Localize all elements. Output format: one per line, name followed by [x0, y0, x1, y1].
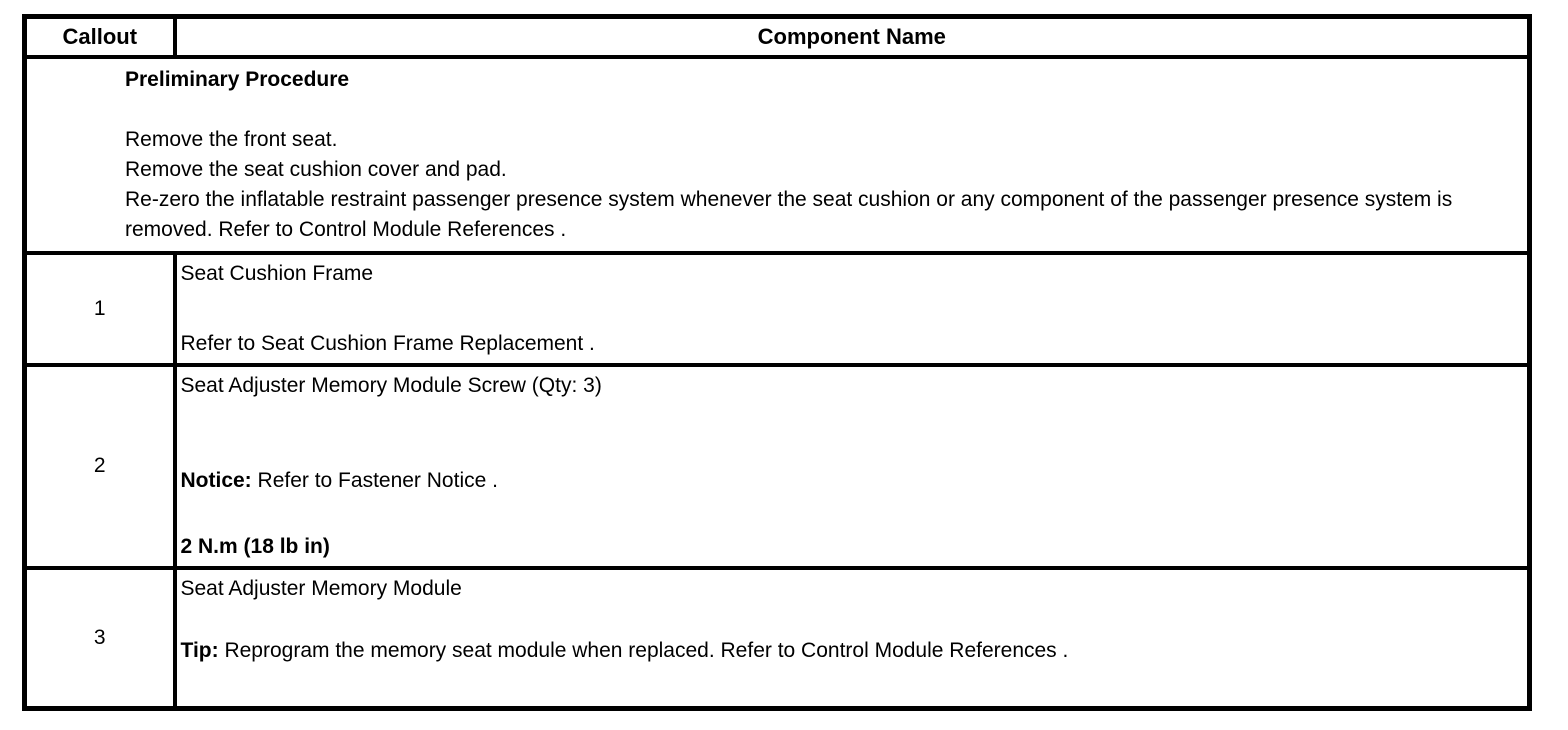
table-row: 2 Seat Adjuster Memory Module Screw (Qty…: [22, 362, 1532, 570]
callout-number: 3: [22, 565, 177, 711]
component-note-text: Refer to Fastener Notice .: [251, 468, 498, 492]
preliminary-procedure-row: Preliminary Procedure Remove the front s…: [22, 54, 1532, 255]
component-cell: Seat Cushion Frame Refer to Seat Cushion…: [172, 250, 1532, 367]
callout-number: 2: [22, 362, 177, 570]
callout-number: 1: [22, 250, 177, 367]
tip-label: Tip:: [180, 638, 219, 662]
preliminary-steps: Remove the front seat. Remove the seat c…: [125, 125, 1507, 245]
component-cell: Seat Adjuster Memory Module Screw (Qty: …: [172, 362, 1532, 570]
table-row: 1 Seat Cushion Frame Refer to Seat Cushi…: [22, 250, 1532, 367]
component-name: Seat Adjuster Memory Module: [180, 576, 462, 600]
table-row: 3 Seat Adjuster Memory Module Tip: Repro…: [22, 565, 1532, 711]
component-note: Refer to Seat Cushion Frame Replacement …: [181, 329, 1518, 359]
callout-component-table: Callout Component Name Preliminary Proce…: [22, 14, 1532, 711]
torque-spec: 2 N.m (18 lb in): [180, 534, 330, 558]
component-note: Tip: Reprogram the memory seat module wh…: [181, 636, 1518, 666]
component-note-text: Refer to Seat Cushion Frame Replacement …: [180, 331, 595, 355]
notice-label: Notice:: [180, 468, 252, 492]
component-name: Seat Adjuster Memory Module Screw (Qty: …: [180, 373, 602, 397]
component-note: Notice: Refer to Fastener Notice .: [181, 466, 1518, 496]
preliminary-step: Remove the front seat.: [125, 127, 338, 151]
table-header-row: Callout Component Name: [22, 14, 1532, 59]
component-cell: Seat Adjuster Memory Module Tip: Reprogr…: [172, 565, 1532, 711]
component-name: Seat Cushion Frame: [180, 261, 374, 285]
preliminary-step: Re-zero the inflatable restraint passeng…: [125, 187, 1453, 241]
preliminary-procedure-title: Preliminary Procedure: [125, 67, 350, 91]
preliminary-step: Remove the seat cushion cover and pad.: [125, 157, 507, 181]
component-name-column-header: Component Name: [172, 14, 1532, 59]
component-note-text: Reprogram the memory seat module when re…: [218, 638, 1069, 662]
callout-column-header: Callout: [22, 14, 177, 59]
preliminary-procedure-cell: Preliminary Procedure Remove the front s…: [22, 54, 1532, 255]
